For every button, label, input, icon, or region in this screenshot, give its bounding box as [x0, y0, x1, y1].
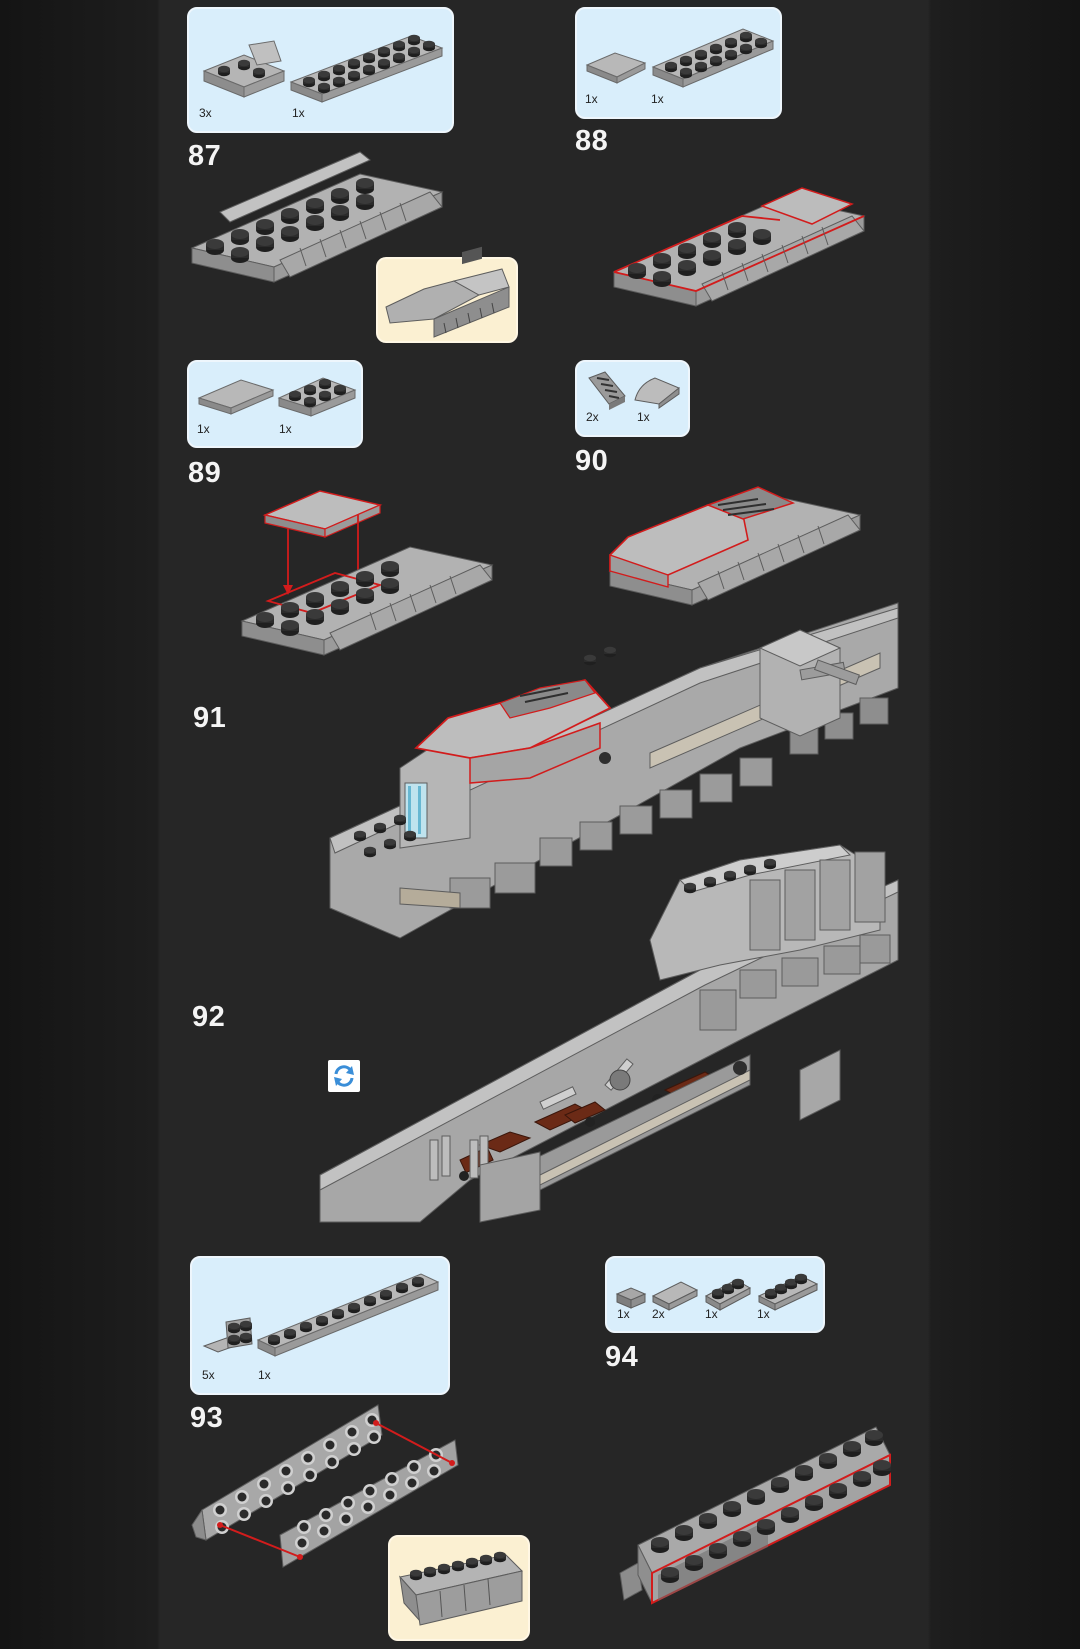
slope-subassembly-icon	[385, 246, 510, 338]
parts-panel-step-90: 2x 1x	[575, 360, 690, 437]
tile-1x1-part-icon	[615, 1287, 647, 1309]
tile-2x3-part-icon	[197, 379, 275, 415]
parts-panel-step-93: 5x 1x	[190, 1256, 450, 1395]
bracket-2x2-part-icon	[202, 1317, 253, 1353]
subassembly-panel-step-87	[376, 246, 518, 343]
tile-1x2-part-icon	[651, 1281, 699, 1311]
step-number: 87	[188, 140, 222, 172]
assembly-step-92-ship-model	[319, 844, 899, 1223]
part-quantity: 1x	[617, 1307, 630, 1321]
assembly-step-93	[191, 1404, 459, 1568]
assembly-step-90	[608, 486, 862, 606]
part-quantity: 1x	[585, 92, 598, 106]
plate-2x8-part-icon	[289, 34, 444, 103]
assembly-step-94	[619, 1426, 891, 1605]
step-number: 91	[193, 702, 227, 734]
part-quantity: 2x	[586, 410, 599, 424]
step-number: 94	[605, 1341, 639, 1373]
bracket-subassembly-icon	[399, 1551, 523, 1626]
assembly-step-89	[240, 490, 494, 656]
parts-panel-step-87: 3x 1x	[187, 7, 454, 133]
step-number: 92	[192, 1001, 226, 1033]
plate-1x3-part-icon	[704, 1278, 752, 1311]
step-number: 89	[188, 457, 222, 489]
part-quantity: 3x	[199, 106, 212, 120]
part-quantity: 1x	[292, 106, 305, 120]
step-number: 90	[575, 445, 609, 477]
subassembly-panel-step-93	[388, 1535, 530, 1641]
slope-bracket-part-icon	[202, 40, 286, 98]
part-quantity: 1x	[757, 1307, 770, 1321]
plate-2x6-part-icon	[651, 28, 775, 88]
part-quantity: 1x	[258, 1368, 271, 1382]
plate-1x4-part-icon	[757, 1273, 819, 1311]
parts-panel-step-89: 1x 1x	[187, 360, 363, 448]
part-quantity: 1x	[705, 1307, 718, 1321]
rotate-model-icon	[334, 1065, 354, 1087]
part-quantity: 1x	[197, 422, 210, 436]
tile-2x2-part-icon	[585, 52, 647, 84]
part-quantity: 5x	[202, 1368, 215, 1382]
assembly-step-91-ship-model	[329, 602, 899, 939]
curved-slope-part-icon	[634, 377, 680, 409]
parts-panel-step-88: 1x 1x	[575, 7, 782, 119]
step-number: 88	[575, 125, 609, 157]
part-quantity: 2x	[652, 1307, 665, 1321]
assembly-step-88	[612, 187, 866, 307]
grille-slope-part-icon	[588, 371, 626, 410]
plate-1x10-part-icon	[256, 1273, 440, 1357]
plate-2x3-part-icon	[277, 377, 357, 417]
step-number: 93	[190, 1402, 224, 1434]
rotate-view-button[interactable]	[328, 1060, 360, 1092]
assembly-step-87	[190, 151, 444, 283]
part-quantity: 1x	[651, 92, 664, 106]
parts-panel-step-94: 1x 2x 1x 1x	[605, 1256, 825, 1333]
part-quantity: 1x	[279, 422, 292, 436]
part-quantity: 1x	[637, 410, 650, 424]
